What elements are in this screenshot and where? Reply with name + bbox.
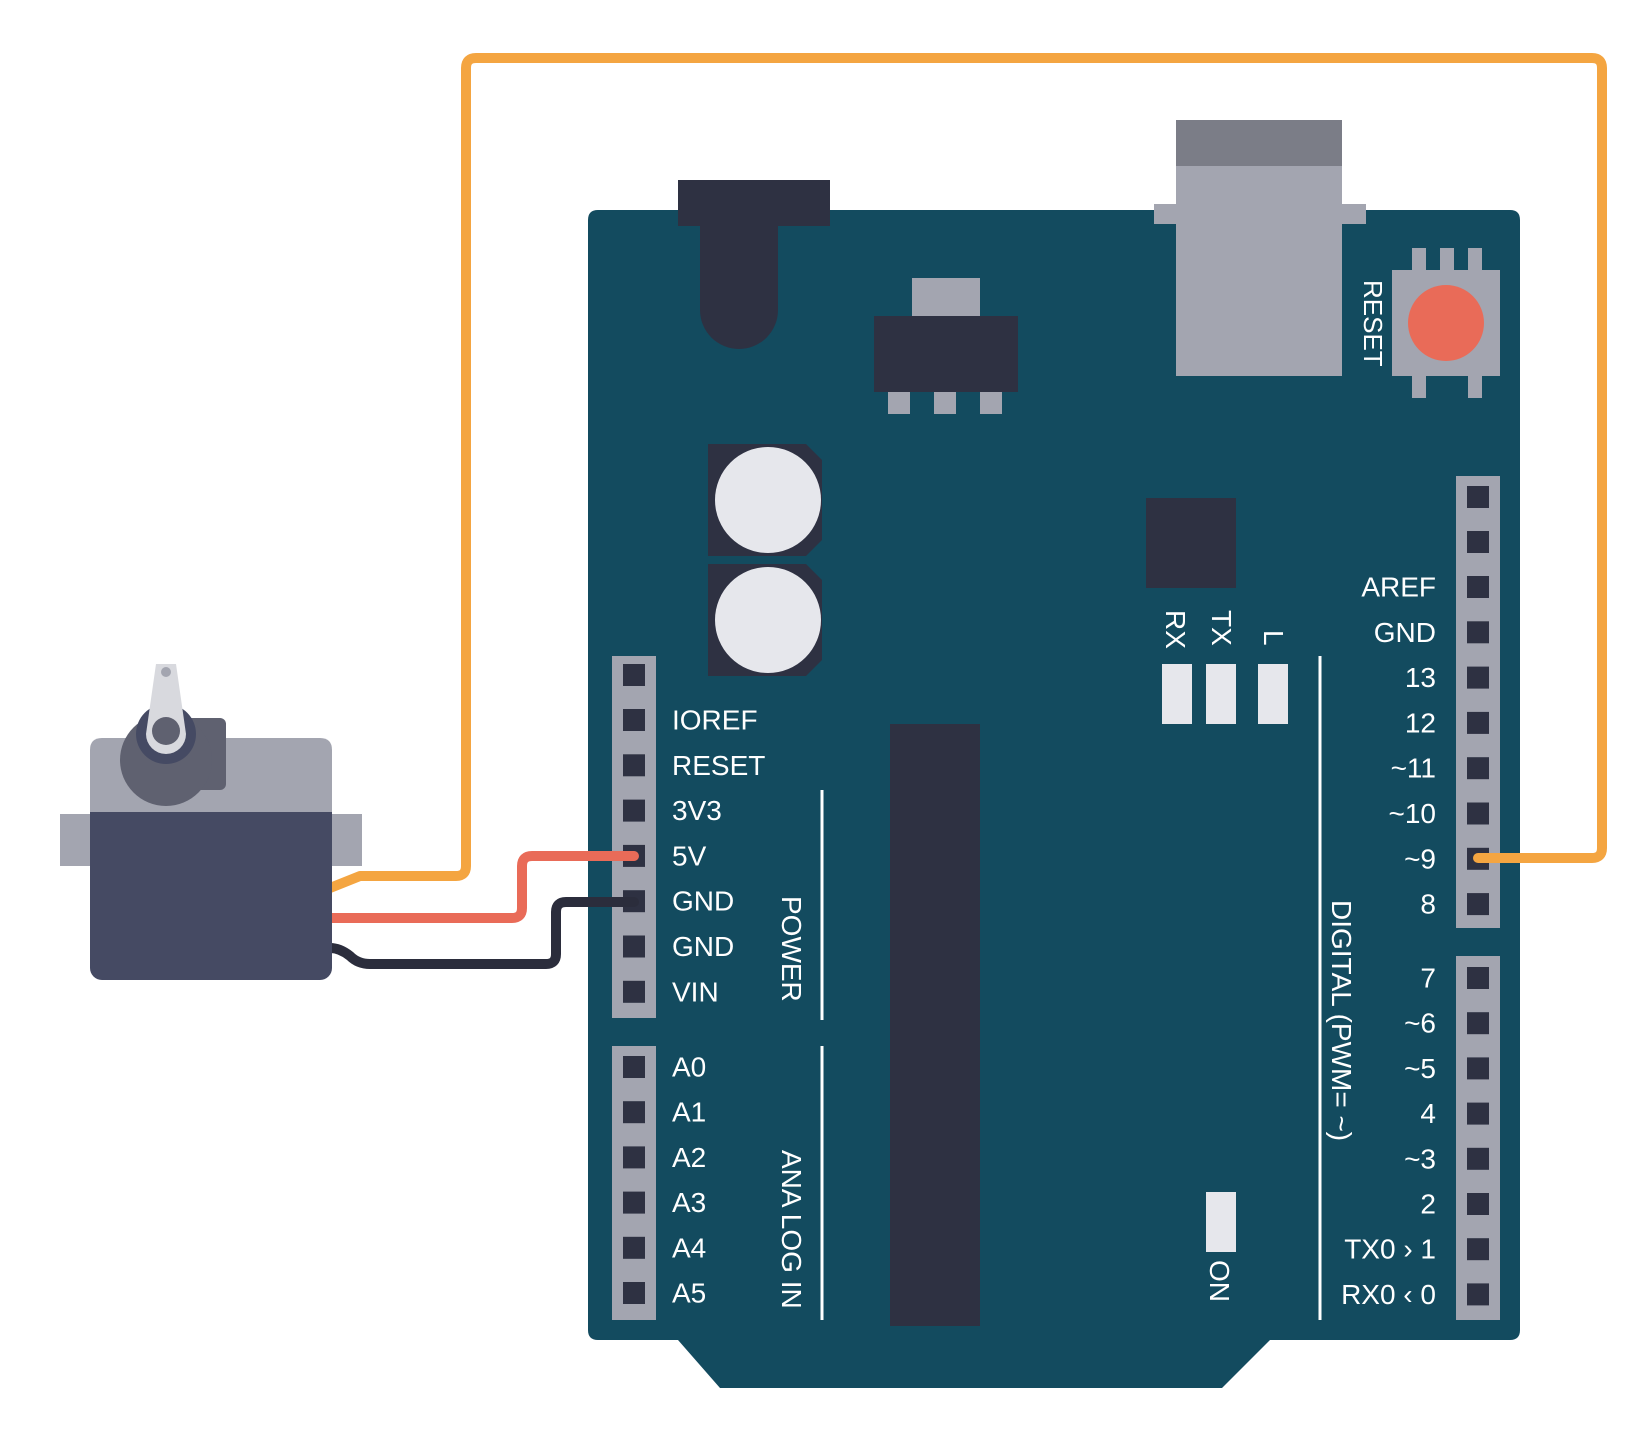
header-pin (1467, 1012, 1489, 1035)
digital-pin-label: 13 (1405, 662, 1436, 693)
led-l (1258, 664, 1288, 724)
digital-pin-label: 7 (1420, 963, 1436, 994)
header-pin (1467, 1283, 1489, 1306)
wire-power (325, 851, 639, 923)
digital-pin-label: ~11 (1391, 753, 1436, 784)
microcontroller-chip (890, 724, 980, 1326)
header-pin (1467, 531, 1489, 553)
analog-pin-label: A1 (672, 1097, 706, 1128)
led-label-tx: TX (1206, 610, 1237, 646)
header-pin (1467, 486, 1489, 508)
reset-label: RESET (1358, 280, 1388, 367)
digital-pin-label: ~5 (1404, 1053, 1436, 1084)
power-section-label: POWER (776, 896, 807, 1002)
header-pin (1467, 1238, 1489, 1261)
digital-pin-label: AREF (1361, 572, 1436, 603)
digital-pin-label: ~10 (1389, 798, 1437, 829)
header-pin (1467, 711, 1489, 734)
header-pin (623, 664, 645, 686)
servo-motor (60, 664, 362, 980)
digital-pin-label: RX0 ‹ 0 (1341, 1279, 1436, 1310)
analog-pin-label: A3 (672, 1187, 706, 1218)
header-pin (1467, 666, 1489, 689)
header-pin (623, 754, 645, 777)
header-pins (623, 486, 1489, 1306)
digital-pin-label: TX0 › 1 (1344, 1234, 1436, 1265)
analog-pin-label: A4 (672, 1232, 706, 1263)
analog-pin-label: A2 (672, 1142, 706, 1173)
header-pin (1467, 967, 1489, 989)
analog-header (612, 1046, 656, 1320)
led-tx (1206, 664, 1236, 724)
header-pin (1467, 1147, 1489, 1170)
header-pin (1467, 757, 1489, 780)
header-pin (623, 1191, 645, 1214)
header-pin (1467, 802, 1489, 825)
header-pin (623, 1056, 645, 1078)
power-pin-label: IOREF (672, 705, 758, 736)
digital-header-lower (1456, 956, 1500, 1320)
digital-pin-label: 8 (1420, 889, 1436, 920)
header-pin (623, 799, 645, 822)
header-pin (1467, 621, 1489, 644)
header-pin (623, 1101, 645, 1124)
header-pin (1467, 1102, 1489, 1125)
dc-power-jack (678, 180, 830, 349)
power-pin-label: VIN (672, 976, 719, 1007)
wire-signal (325, 53, 1607, 893)
analog-pin-label: A0 (672, 1052, 706, 1083)
power-pin-label: 3V3 (672, 795, 722, 826)
power-pin-label: RESET (672, 750, 765, 781)
arduino-board (588, 210, 1520, 1388)
capacitor-2 (708, 564, 822, 676)
header-pin (623, 1282, 645, 1304)
digital-pin-label: 4 (1420, 1098, 1436, 1129)
header-pin (1467, 1057, 1489, 1080)
digital-pin-label: GND (1374, 617, 1436, 648)
header-pin (623, 935, 645, 958)
header-pin (1467, 1193, 1489, 1215)
usb-connector (1154, 120, 1366, 376)
on-label: ON (1204, 1260, 1235, 1302)
digital-section-label: DIGITAL (PWM= ~) (1326, 900, 1357, 1141)
voltage-regulator (874, 278, 1018, 414)
header-pin (1467, 893, 1489, 916)
digital-pin-label: 12 (1405, 707, 1436, 738)
digital-pin-label: ~9 (1404, 843, 1436, 874)
header-pin (623, 980, 645, 1003)
led-on (1206, 1192, 1236, 1252)
digital-pin-label: ~3 (1404, 1143, 1436, 1174)
header-pin (623, 1236, 645, 1259)
power-pin-label: 5V (672, 840, 707, 871)
led-label-l: L (1258, 630, 1289, 646)
power-pin-label: GND (672, 886, 734, 917)
analog-pin-label: A5 (672, 1278, 706, 1309)
digital-pin-label: ~6 (1404, 1008, 1436, 1039)
header-pin (623, 1146, 645, 1169)
led-label-rx: RX (1160, 610, 1191, 649)
usb-interface-chip (1146, 498, 1236, 588)
capacitor-1 (708, 444, 822, 556)
reset-button[interactable] (1392, 248, 1500, 398)
power-pin-label: GND (672, 931, 734, 962)
header-pin (1467, 576, 1489, 598)
wire-ground (325, 897, 639, 969)
digital-pin-label: 2 (1420, 1189, 1436, 1220)
header-pin (623, 709, 645, 731)
led-rx (1162, 664, 1192, 724)
analog-section-label: ANA LOG IN (776, 1150, 807, 1309)
